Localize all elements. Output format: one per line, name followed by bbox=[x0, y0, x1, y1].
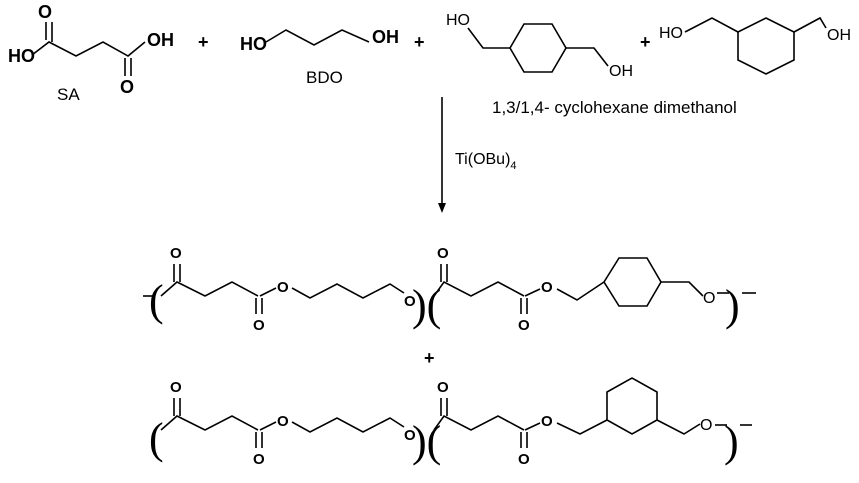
p1-paren-3: ) bbox=[725, 281, 740, 330]
bdo-ho-label: HO bbox=[240, 34, 267, 54]
chdm-14-structure: HO OH bbox=[446, 12, 633, 80]
chdm14-oh-label: OH bbox=[609, 63, 633, 80]
p2-o-end: O bbox=[700, 417, 712, 434]
succinic-acid-structure: HO O OH O SA bbox=[8, 2, 174, 104]
product-1-structure: ( O O O O )( O O O O ) bbox=[143, 245, 756, 334]
p2-o-2: O bbox=[253, 451, 265, 468]
p2-paren-3: ) bbox=[724, 417, 739, 466]
sa-label: SA bbox=[57, 85, 80, 104]
p1-o-1: O bbox=[170, 245, 182, 262]
chdm14-left-arm bbox=[467, 27, 510, 49]
sa-o-bottom-label: O bbox=[120, 77, 134, 97]
chdm14-right-arm bbox=[566, 47, 609, 67]
product-plus-sign: + bbox=[424, 348, 435, 368]
p1-o-4: O bbox=[404, 293, 416, 310]
sa-co-bottom bbox=[124, 58, 132, 76]
sa-o-top-label: O bbox=[38, 2, 52, 22]
chdm13-right-arm bbox=[793, 16, 827, 33]
chdm13-ho-label: HO bbox=[659, 25, 683, 42]
p1-o-2: O bbox=[253, 317, 265, 334]
chdm13-oh-label: OH bbox=[827, 27, 851, 44]
p2-o-1: O bbox=[170, 379, 182, 396]
chdm13-ring bbox=[737, 17, 795, 75]
chdm14-ring bbox=[509, 23, 567, 73]
catalyst-label: Ti(OBu)4 bbox=[455, 151, 517, 172]
chdm-13-structure: HO OH bbox=[659, 16, 851, 75]
bdo-label: BDO bbox=[306, 68, 343, 87]
product-2-structure: ( O O O O )( O O O O ) bbox=[149, 377, 752, 468]
p2-o-3: O bbox=[277, 413, 289, 430]
plus-sign-1: + bbox=[198, 32, 209, 52]
bdo-oh-label: OH bbox=[372, 27, 399, 47]
p2-o-7: O bbox=[541, 413, 553, 430]
p1-o-7: O bbox=[541, 279, 553, 296]
p1-paren-2: )( bbox=[412, 281, 441, 330]
chdm14-ho-label: HO bbox=[446, 12, 470, 29]
p2-o-4: O bbox=[404, 427, 416, 444]
plus-sign-2: + bbox=[414, 32, 425, 52]
p1-o-5: O bbox=[437, 245, 449, 262]
reaction-arrow bbox=[438, 97, 446, 213]
p1-o-end: O bbox=[703, 290, 715, 307]
p2-o-6: O bbox=[518, 451, 530, 468]
p2-o-5: O bbox=[437, 379, 449, 396]
plus-sign-3: + bbox=[640, 32, 651, 52]
p1-o-6: O bbox=[518, 317, 530, 334]
p2-paren-2: )( bbox=[412, 417, 441, 466]
chdm13-left-arm bbox=[684, 17, 739, 33]
sa-co-top bbox=[45, 22, 53, 42]
p1-paren-1: ( bbox=[149, 276, 164, 325]
p2-paren-1: ( bbox=[149, 414, 164, 463]
bdo-structure: HO OH BDO bbox=[240, 27, 399, 87]
sa-oh-label: OH bbox=[147, 30, 174, 50]
chdm-label: 1,3/1,4- cyclohexane dimethanol bbox=[492, 98, 737, 117]
bdo-skeleton bbox=[265, 29, 370, 46]
sa-ho-label: HO bbox=[8, 46, 35, 66]
p1-o-3: O bbox=[277, 279, 289, 296]
sa-skeleton bbox=[31, 41, 146, 57]
